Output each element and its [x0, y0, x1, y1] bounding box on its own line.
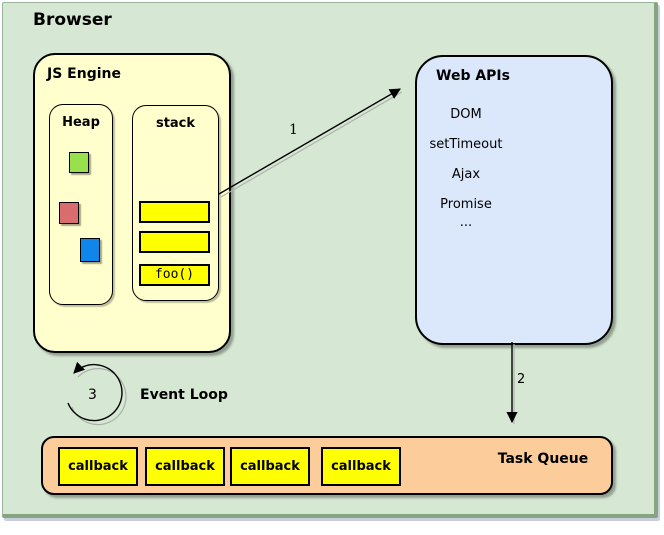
- task-queue-box: Task Queue callback callback callback ca…: [41, 436, 613, 495]
- web-api-item-ellipsis: ...: [459, 215, 473, 230]
- arrow-label-2: 2: [517, 372, 526, 387]
- stack-frame: [139, 201, 210, 223]
- task-queue-label: Task Queue: [497, 451, 589, 467]
- web-apis-box: Web APIs DOM setTimeout Ajax Promise ...: [415, 55, 613, 345]
- heap-object-red: [59, 202, 79, 224]
- stack-frame: [139, 231, 210, 253]
- callback-item: callback: [321, 447, 401, 486]
- event-loop-label: Event Loop: [140, 387, 228, 403]
- web-api-item-settimeout: setTimeout: [429, 137, 503, 152]
- browser-container: Browser JS Engine Heap stack foo() Web A…: [2, 2, 658, 518]
- js-engine-box: JS Engine Heap stack foo(): [33, 53, 231, 353]
- heap-object-blue: [80, 238, 100, 262]
- web-api-item-ajax: Ajax: [451, 167, 481, 182]
- heap-object-green: [69, 152, 89, 173]
- callback-item: callback: [58, 447, 138, 486]
- browser-title: Browser: [33, 10, 112, 30]
- web-api-item-dom: DOM: [450, 107, 482, 122]
- web-apis-label: Web APIs: [436, 68, 510, 84]
- stack-frame-foo: foo(): [139, 264, 210, 286]
- js-engine-label: JS Engine: [47, 66, 121, 82]
- callback-item: callback: [230, 447, 310, 486]
- web-api-item-promise: Promise: [440, 197, 492, 212]
- arrow-label-1: 1: [289, 122, 298, 138]
- heap-label: Heap: [62, 115, 100, 130]
- heap-box: Heap: [49, 104, 113, 305]
- callback-item: callback: [145, 447, 225, 486]
- stack-label: stack: [155, 116, 196, 131]
- stack-box: stack foo(): [132, 105, 219, 301]
